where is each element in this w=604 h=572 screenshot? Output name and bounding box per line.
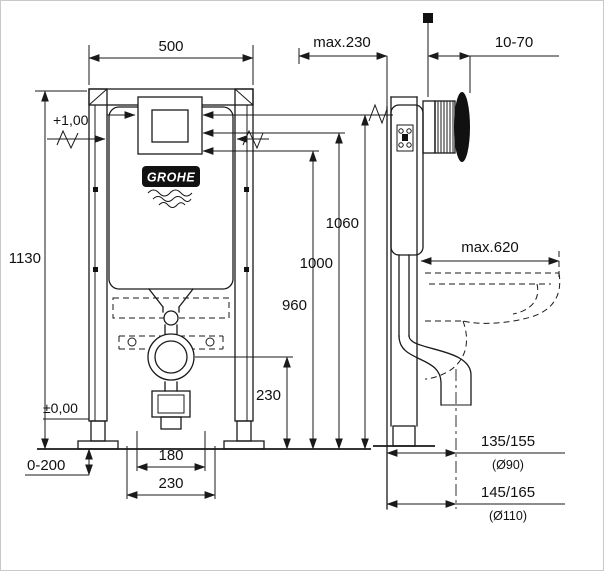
side-view-dimensions: max.230 10-70 max.620 135/155 (Ø90) — [298, 13, 565, 523]
logo-wave — [158, 202, 186, 208]
rail-hole — [93, 187, 98, 192]
rail-hole — [244, 187, 249, 192]
dim-height-960-label: 960 — [282, 297, 307, 314]
logo-wave — [147, 189, 193, 197]
front-view: GROHE — [77, 88, 265, 450]
rail-hole — [244, 267, 249, 272]
logo-wave — [152, 196, 192, 202]
flush-bend — [398, 335, 472, 406]
foot-left — [90, 420, 106, 442]
wc-pan-outline — [424, 272, 561, 380]
dim-spacing-180-label: 180 — [158, 447, 183, 464]
dim-outlet-offset-90: 135/155 (Ø90) — [386, 433, 565, 472]
pipe-connector — [163, 310, 179, 326]
dim-outlet-offset-110: 145/165 (Ø110) — [386, 484, 565, 523]
dim-outlet-height-230: 230 — [195, 356, 293, 450]
fixing-bolt-right — [205, 337, 215, 347]
dim-height-1000-label: 1000 — [300, 255, 333, 272]
flush-plate — [137, 96, 203, 155]
reference-marker — [423, 13, 433, 23]
dim-width-500: 500 — [88, 38, 254, 85]
dim-plate-depth-label: 10-70 — [495, 34, 533, 51]
fixing-bolt-left — [127, 337, 137, 347]
grohe-logo-text: GROHE — [147, 171, 196, 185]
dim-width-500-label: 500 — [158, 38, 183, 55]
foot-plate-right — [223, 440, 265, 450]
dim-height-960: 960 — [202, 147, 319, 450]
dim-height-1130-label: 1130 — [9, 250, 41, 267]
rail-hole — [93, 267, 98, 272]
dim-height-1000: 1000 — [202, 129, 345, 450]
level-mark-upper: +1,00 — [47, 112, 269, 150]
level-mark-floor: ±0,00 — [43, 400, 89, 420]
dim-foot-adjust: 0-200 — [25, 448, 93, 476]
dim-height-1060: 1060 — [202, 103, 393, 450]
front-view-dimensions: 500 1130 +1,00 ±0,00 0-200 — [9, 38, 393, 499]
outlet-circle-inner — [154, 340, 188, 374]
dim-spacing-180: 180 — [136, 431, 206, 471]
dim-outlet-offset-110-label: 145/165 — [481, 484, 535, 501]
flush-pipe — [148, 288, 194, 313]
dim-outlet-height-230-label: 230 — [256, 387, 281, 404]
level-floor-label: ±0,00 — [43, 400, 78, 416]
foot-side — [392, 425, 416, 447]
push-plate-side — [454, 92, 470, 162]
actuator-assembly — [422, 92, 470, 162]
dim-spacing-230: 230 — [126, 446, 216, 499]
flush-plate-inner — [151, 109, 189, 143]
side-view — [373, 92, 561, 510]
dim-foot-adjust-label: 0-200 — [27, 457, 65, 474]
dim-plate-depth-10-70: 10-70 — [423, 13, 559, 97]
break-mark — [242, 129, 264, 150]
dim-depth-max230-label: max.230 — [313, 34, 371, 51]
dim-outlet-dia-90-label: (Ø90) — [492, 458, 524, 472]
dim-outlet-offset-90-label: 135/155 — [481, 433, 535, 450]
foot-right — [236, 420, 252, 442]
dim-height-1130: 1130 — [9, 90, 87, 450]
dim-outlet-dia-110-label: (Ø110) — [489, 509, 527, 523]
foot-plate-left — [77, 440, 119, 450]
dim-height-1060-label: 1060 — [326, 215, 359, 232]
break-mark — [56, 129, 79, 150]
dim-reach-max620-label: max.620 — [461, 239, 519, 256]
level-upper-label: +1,00 — [53, 112, 89, 128]
cistern-side — [390, 104, 424, 256]
break-mark — [368, 103, 388, 125]
dim-reach-max620: max.620 — [420, 239, 560, 277]
wall-bracket — [396, 124, 414, 152]
grohe-logo: GROHE — [142, 166, 200, 208]
dim-depth-max230: max.230 — [298, 34, 388, 107]
dim-spacing-230-label: 230 — [158, 475, 183, 492]
